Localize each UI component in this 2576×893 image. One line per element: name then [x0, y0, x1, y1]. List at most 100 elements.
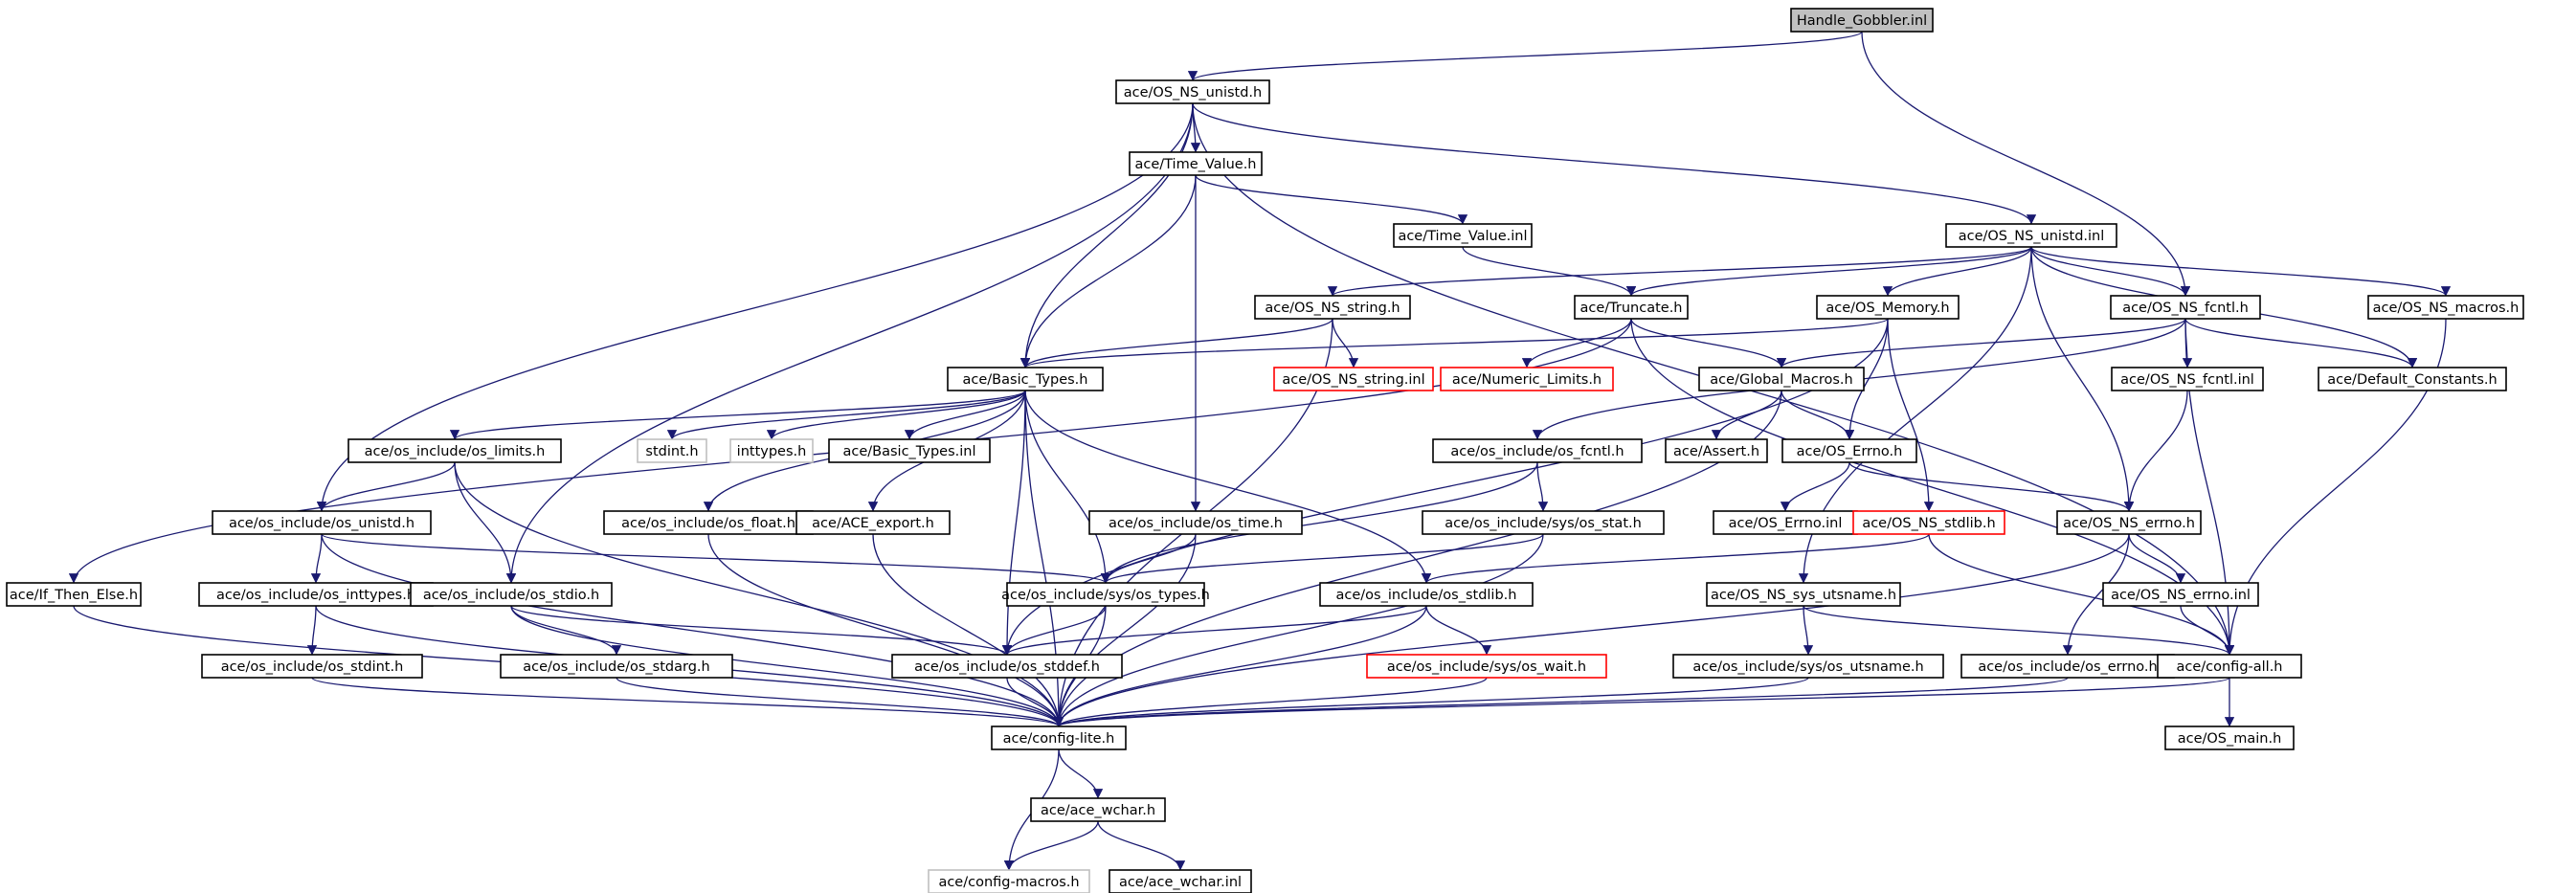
edge-os-ns-unistd-h-to-os-unistd-h: [316, 102, 1194, 512]
node-os-memory-h[interactable]: ace/OS_Memory.h: [1816, 295, 1960, 320]
node-box: [1665, 438, 1768, 463]
node-time-value-inl[interactable]: ace/Time_Value.inl: [1393, 223, 1533, 248]
node-os-stdint-h[interactable]: ace/os_include/os_stdint.h: [201, 654, 423, 679]
edge-os-memory-h-to-basic-types-h: [1020, 318, 1889, 368]
node-label: ace/OS_NS_fcntl.inl: [2120, 372, 2254, 388]
edge-os-ns-unistd-h-to-basic-types-h: [1019, 102, 1194, 368]
node-sys-os-utsname-h[interactable]: ace/os_include/sys/os_utsname.h: [1672, 654, 1944, 679]
node-box: [1366, 654, 1607, 679]
node-box: [201, 654, 423, 679]
edge-os-ns-string-h-to-basic-types-h: [1019, 318, 1333, 368]
node-os-ns-macros-h[interactable]: ace/OS_NS_macros.h: [2367, 295, 2524, 320]
edge-os-ns-fcntl-h-to-default-constants-h: [2184, 318, 2418, 368]
node-os-fcntl-h[interactable]: ace/os_include/os_fcntl.h: [1432, 438, 1643, 463]
node-sys-os-wait-h[interactable]: ace/os_include/sys/os_wait.h: [1366, 654, 1607, 679]
edge-basic-types-h-to-basic-types-inl: [904, 390, 1026, 440]
node-numeric-limits-h[interactable]: ace/Numeric_Limits.h: [1440, 367, 1614, 391]
node-os-errno-h[interactable]: ace/OS_Errno.h: [1781, 438, 1917, 463]
node-config-lite-h[interactable]: ace/config-lite.h: [991, 726, 1127, 750]
node-os-ns-sys-utsname-h[interactable]: ace/OS_NS_sys_utsname.h: [1706, 582, 1901, 607]
node-os-stdarg-h[interactable]: ace/os_include/os_stdarg.h: [500, 654, 733, 679]
node-stdint-h[interactable]: stdint.h: [637, 438, 707, 463]
node-config-macros-h[interactable]: ace/config-macros.h: [928, 869, 1090, 893]
node-os-ns-errno-inl[interactable]: ace/OS_NS_errno.inl: [2102, 582, 2259, 607]
node-box: [1790, 8, 1934, 33]
node-config-all-h[interactable]: ace/config-all.h: [2157, 654, 2302, 679]
node-label: ace/OS_Errno.inl: [1729, 516, 1843, 531]
edge-ace-wchar-h-to-config-macros-h: [1003, 820, 1099, 871]
edge-global-macros-h-to-assert-h: [1711, 390, 1782, 440]
node-box: [2110, 295, 2261, 320]
node-os-inttypes-h[interactable]: ace/os_include/os_inttypes.h: [198, 582, 434, 607]
edge-os-ns-fcntl-inl-to-os-ns-errno-h: [2123, 390, 2188, 512]
node-ace-wchar-h[interactable]: ace/ace_wchar.h: [1030, 797, 1166, 822]
node-inttypes-h[interactable]: inttypes.h: [729, 438, 814, 463]
node-box: [947, 367, 1104, 391]
node-time-value-h[interactable]: ace/Time_Value.h: [1129, 151, 1263, 176]
node-label: ace/OS_NS_unistd.h: [1124, 85, 1262, 100]
node-label: ace/os_include/os_stdio.h: [423, 588, 599, 603]
node-box: [637, 438, 707, 463]
node-box: [1129, 151, 1263, 176]
node-label: ace/OS_Memory.h: [1826, 301, 1949, 316]
node-os-ns-string-h[interactable]: ace/OS_NS_string.h: [1254, 295, 1411, 320]
edge-os-ns-fcntl-h-to-global-macros-h: [1776, 318, 2186, 368]
node-sys-os-types-h[interactable]: ace/os_include/sys/os_types.h: [1001, 582, 1210, 607]
node-os-ns-stdlib-h[interactable]: ace/OS_NS_stdlib.h: [1852, 510, 2005, 535]
node-os-ns-fcntl-h[interactable]: ace/OS_NS_fcntl.h: [2110, 295, 2261, 320]
edge-os-fcntl-h-to-sys-os-types-h: [1100, 461, 1538, 584]
node-os-ns-unistd-inl[interactable]: ace/OS_NS_unistd.inl: [1945, 223, 2117, 248]
node-basic-types-h[interactable]: ace/Basic_Types.h: [947, 367, 1104, 391]
node-os-unistd-h[interactable]: ace/os_include/os_unistd.h: [212, 510, 432, 535]
node-ace-wchar-inl[interactable]: ace/ace_wchar.inl: [1109, 869, 1252, 893]
node-box: [1672, 654, 1944, 679]
edge-basic-types-h-to-inttypes-h: [766, 390, 1026, 440]
node-label: ace/OS_NS_sys_utsname.h: [1711, 588, 1896, 603]
node-label: ace/os_include/os_errno.h: [1978, 659, 2157, 675]
node-label: ace/os_include/os_stdlib.h: [1336, 588, 1517, 603]
node-label: ace/os_include/sys/os_types.h: [1001, 588, 1210, 603]
node-os-float-h[interactable]: ace/os_include/os_float.h: [603, 510, 814, 535]
node-os-stdio-h[interactable]: ace/os_include/os_stdio.h: [410, 582, 613, 607]
node-os-ns-unistd-h[interactable]: ace/OS_NS_unistd.h: [1115, 79, 1270, 104]
node-box: [1115, 79, 1270, 104]
edge-os-ns-unistd-h-to-os-ns-unistd-inl: [1192, 102, 2037, 225]
node-os-stddef-h[interactable]: ace/os_include/os_stddef.h: [891, 654, 1123, 679]
edge-os-ns-unistd-inl-to-truncate-h: [1625, 246, 2032, 297]
node-os-limits-h[interactable]: ace/os_include/os_limits.h: [347, 438, 562, 463]
node-global-macros-h[interactable]: ace/Global_Macros.h: [1698, 367, 1865, 391]
edge-sys-os-utsname-h-to-config-lite-h: [1054, 677, 1809, 727]
node-box: [347, 438, 562, 463]
node-os-ns-errno-h[interactable]: ace/OS_NS_errno.h: [2056, 510, 2202, 535]
node-os-ns-fcntl-inl[interactable]: ace/OS_NS_fcntl.inl: [2111, 367, 2264, 391]
edge-os-stdarg-h-to-config-lite-h: [616, 677, 1064, 727]
node-box: [1109, 869, 1252, 893]
node-os-ns-string-inl[interactable]: ace/OS_NS_string.inl: [1273, 367, 1434, 391]
node-box: [1706, 582, 1901, 607]
node-os-errno-inc-h[interactable]: ace/os_include/os_errno.h: [1960, 654, 2175, 679]
node-basic-types-inl[interactable]: ace/Basic_Types.inl: [828, 438, 991, 463]
node-label: ace/Assert.h: [1673, 444, 1759, 459]
edge-os-inttypes-h-to-os-stdint-h: [306, 605, 318, 656]
node-os-errno-inl[interactable]: ace/OS_Errno.inl: [1713, 510, 1858, 535]
node-os-main-h[interactable]: ace/OS_main.h: [2164, 726, 2295, 750]
node-assert-h[interactable]: ace/Assert.h: [1665, 438, 1768, 463]
edge-sys-os-wait-h-to-config-lite-h: [1053, 677, 1488, 727]
node-box: [1006, 582, 1205, 607]
node-label: ace/Time_Value.h: [1134, 157, 1256, 172]
node-label: ace/os_include/os_stdint.h: [221, 659, 404, 675]
node-os-time-h[interactable]: ace/os_include/os_time.h: [1088, 510, 1303, 535]
node-sys-os-stat-h[interactable]: ace/os_include/sys/os_stat.h: [1422, 510, 1665, 535]
node-label: ace/OS_Errno.h: [1797, 444, 1903, 459]
node-if-then-else-h[interactable]: ace/If_Then_Else.h: [6, 582, 142, 607]
edge-config-lite-h-to-ace-wchar-h: [1058, 748, 1104, 799]
node-label: ace/config-lite.h: [1003, 731, 1115, 747]
node-box: [1319, 582, 1534, 607]
node-default-constants-h[interactable]: ace/Default_Constants.h: [2318, 367, 2507, 391]
node-ace-export-h[interactable]: ace/ACE_export.h: [795, 510, 951, 535]
node-os-stdlib-h[interactable]: ace/os_include/os_stdlib.h: [1319, 582, 1534, 607]
node-handle-gobbler[interactable]: Handle_Gobbler.inl: [1790, 8, 1934, 33]
node-truncate-h[interactable]: ace/Truncate.h: [1574, 295, 1689, 320]
edge-os-fcntl-h-to-sys-os-stat-h: [1536, 461, 1549, 512]
edge-os-memory-h-to-os-ns-stdlib-h: [1887, 318, 1935, 512]
